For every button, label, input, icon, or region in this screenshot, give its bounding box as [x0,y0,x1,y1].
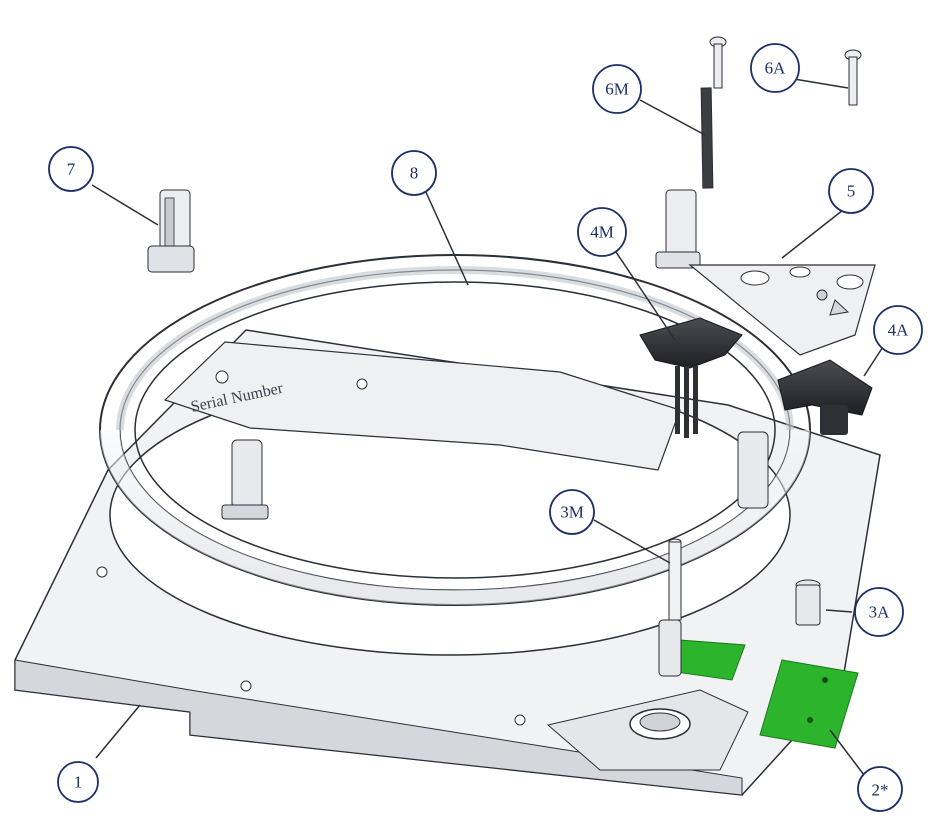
callout-5: 5 [828,168,874,214]
callout-6m: 6M [592,64,642,114]
spring-clamp [147,189,195,273]
callout-3a: 3A [854,587,904,637]
callout-3m: 3M [549,489,595,535]
clamp-with-screw [655,189,701,269]
callout-4m-label: 4M [590,223,614,242]
callout-6a: 6A [750,43,800,93]
callout-4a: 4A [873,305,923,355]
knob-with-pins [639,317,743,438]
callout-6m-label: 6M [605,80,629,99]
callout-8: 8 [391,150,437,196]
long-screw [700,36,727,189]
inner-plate: Serial Number [163,341,681,471]
callout-6a-label: 6A [765,59,787,78]
callout-2: 2* [857,766,903,812]
callout-2-label: 2* [872,781,889,800]
callout-8-label: 8 [410,164,419,183]
knob [777,359,873,435]
leader-lines [91,77,891,776]
short-screw [844,49,862,106]
installed-clamp [737,431,769,509]
mounting-plate [688,264,876,356]
callout-1: 1 [57,761,99,803]
tall-pin [658,538,682,677]
callout-3a-label: 3A [869,603,891,622]
callout-7-label: 7 [67,160,76,179]
installed-clamp [221,439,269,520]
callout-4a-label: 4A [888,321,910,340]
callout-1-label: 1 [74,773,83,792]
callout-7: 7 [48,146,94,192]
callout-3m-label: 3M [560,503,584,522]
standoff [795,579,821,626]
callout-5-label: 5 [847,182,856,201]
callout-4m: 4M [577,207,627,257]
